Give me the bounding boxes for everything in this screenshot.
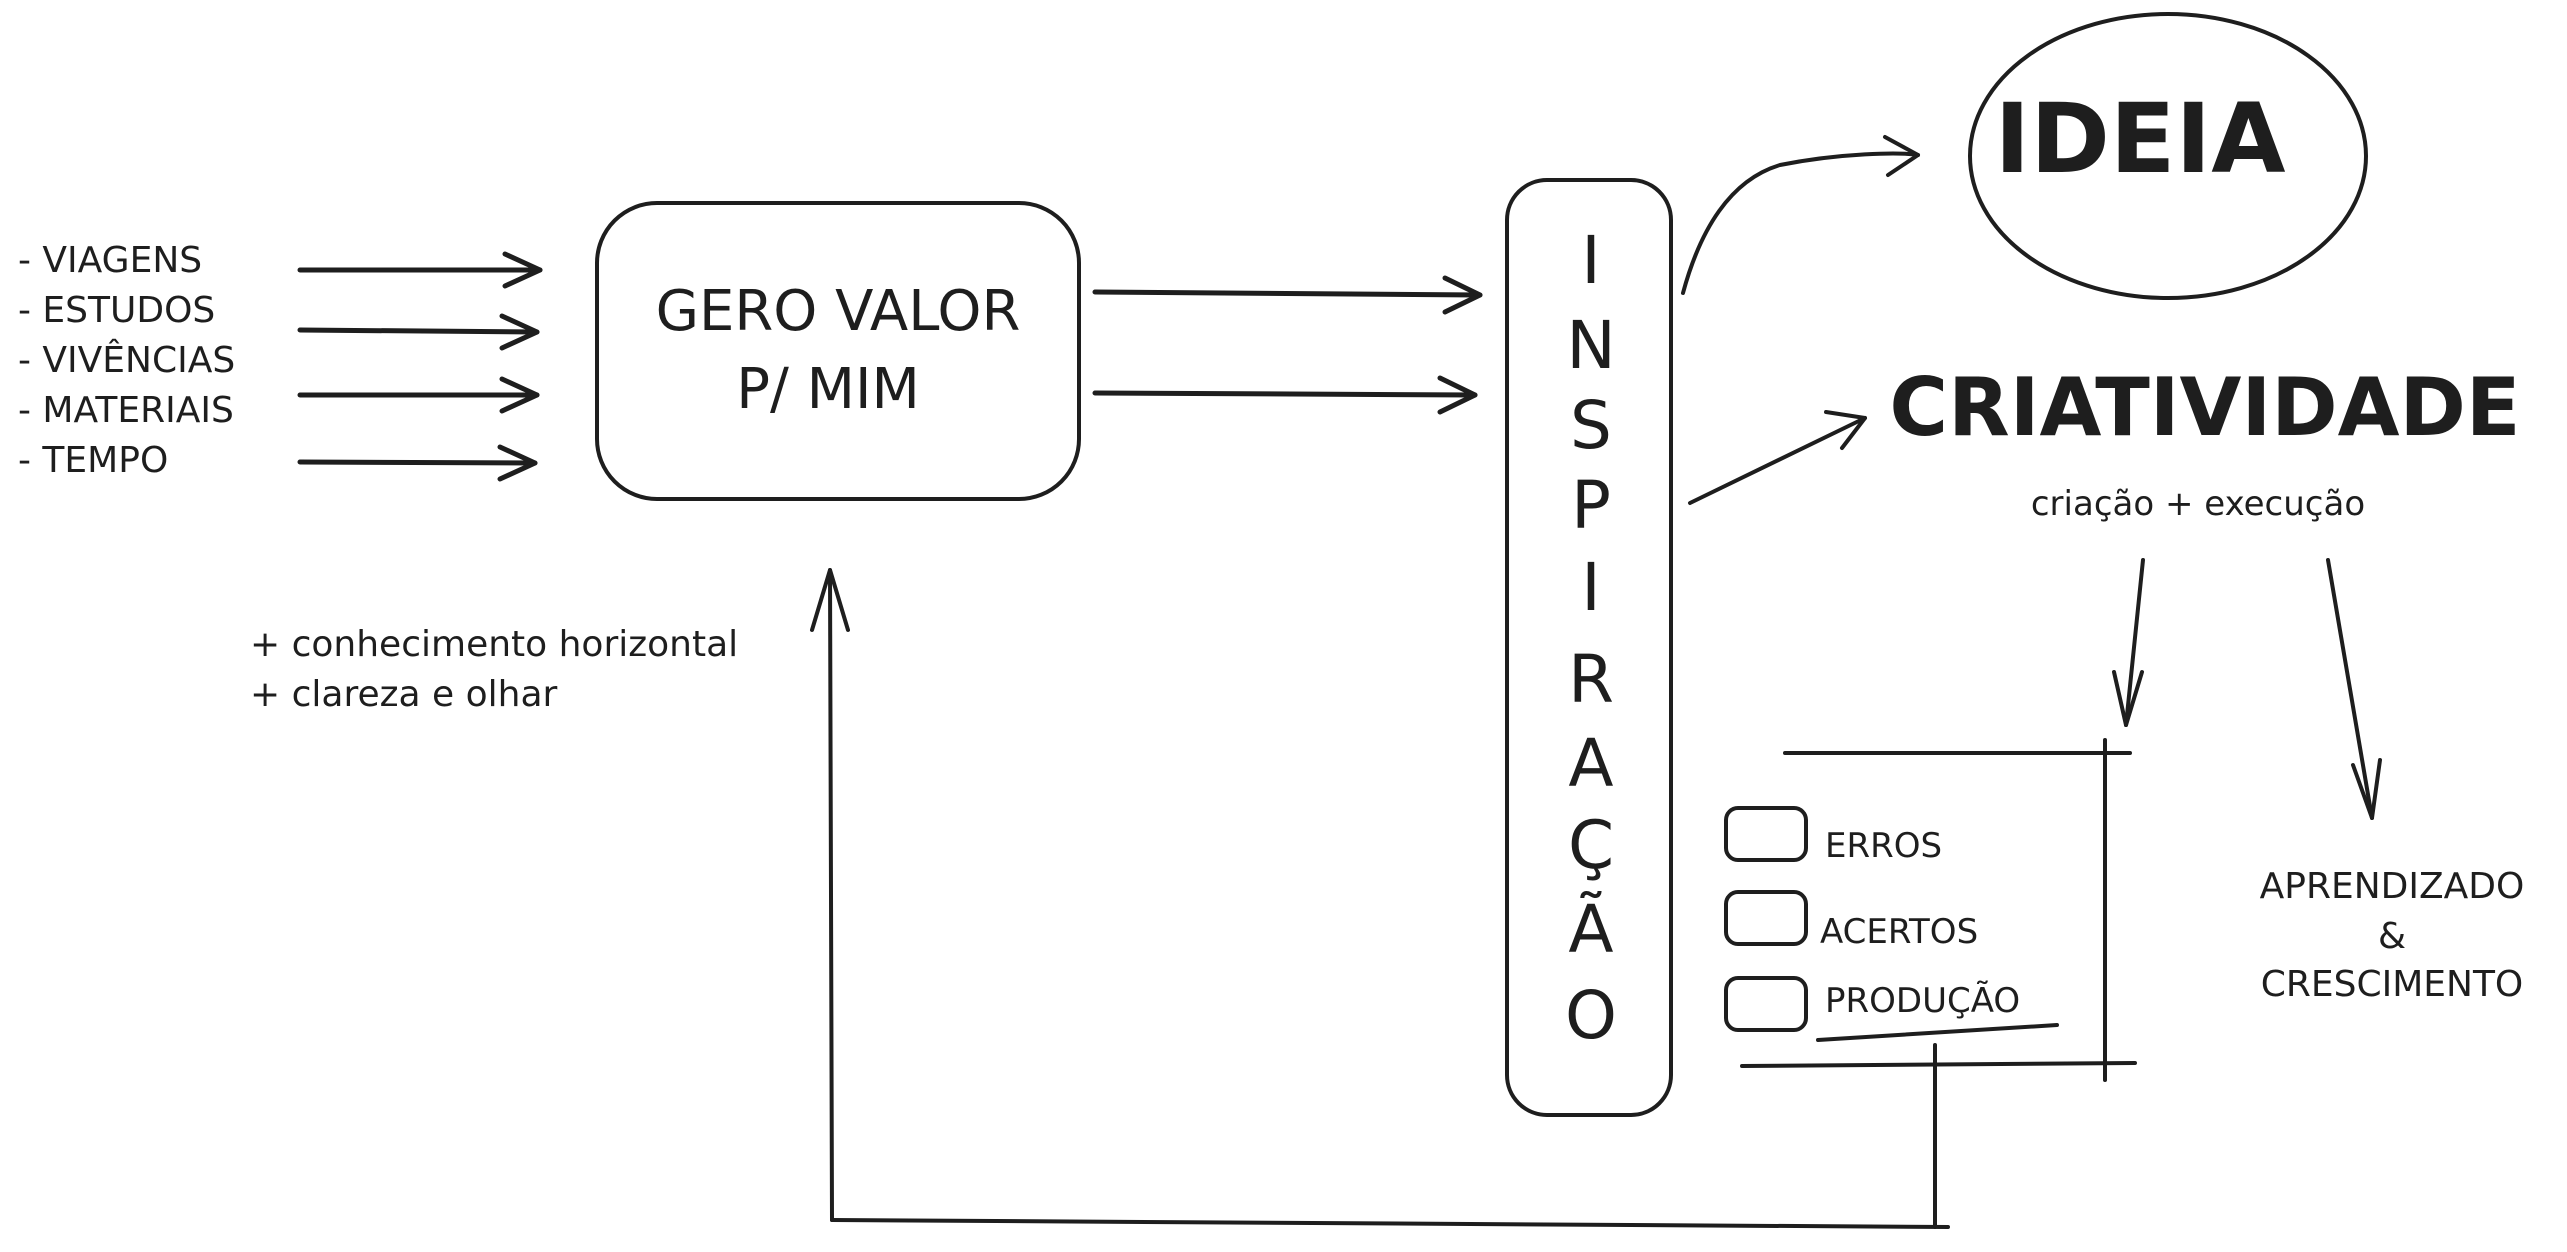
input-arrows [297, 251, 543, 482]
benefits-list: + conhecimento horizontal + clareza e ol… [250, 624, 738, 715]
inspiration-box-frame [1505, 178, 1673, 1117]
arrow-vivencias [297, 376, 540, 414]
checklist-label-producao: PRODUÇÃO [1825, 981, 2020, 1021]
inspiration-letter-4: P [1571, 467, 1611, 544]
value-to-inspiration-arrows [1092, 275, 1483, 415]
arrow-to-creativity [1688, 410, 1867, 505]
learning-line1: APRENDIZADO [2260, 866, 2525, 907]
inspiration-letter-5: I [1581, 549, 1600, 626]
inspiration-letter-3: S [1570, 387, 1612, 464]
input-item-tempo: - TEMPO [18, 440, 168, 481]
checkbox-acertos[interactable] [1724, 890, 1808, 946]
input-list: - VIAGENS - ESTUDOS - VIVÊNCIAS - MATERI… [18, 240, 235, 481]
arrow-estudos [297, 313, 540, 351]
creativity-subtitle: criação + execução [2031, 484, 2365, 524]
input-item-estudos: - ESTUDOS [18, 290, 215, 331]
checklist-label-acertos: ACERTOS [1820, 912, 1978, 952]
learning-line3: CRESCIMENTO [2261, 964, 2524, 1005]
input-item-viagens: - VIAGENS [18, 240, 202, 281]
value-box-frame [595, 201, 1081, 501]
checkbox-erros[interactable] [1724, 806, 1808, 862]
checklist-label-erros: ERROS [1825, 826, 1942, 866]
idea-node: IDEIA [1968, 12, 2368, 300]
feedback-loop-arrow [810, 568, 1950, 1229]
value-box: GERO VALOR P/ MIM [595, 201, 1081, 501]
learning-line2: & [2378, 916, 2406, 957]
inspiration-letter-8: Ç [1568, 807, 1614, 884]
inspiration-letter-2: N [1566, 307, 1615, 384]
inspiration-letter-6: R [1568, 641, 1614, 718]
inspiration-box: I N S P I R A Ç Ã O [1505, 178, 1673, 1117]
arrow-to-learning [2326, 558, 2382, 820]
idea-label: IDEIA [1995, 83, 2286, 195]
input-item-vivencias: - VIVÊNCIAS [18, 339, 235, 381]
checkbox-producao[interactable] [1724, 976, 1808, 1032]
arrow-to-checklist [2112, 558, 2145, 727]
value-box-line2: P/ MIM [736, 357, 920, 422]
arrow-tempo [297, 444, 538, 482]
inspiration-letter-10: O [1565, 977, 1617, 1054]
creativity-node: CRIATIVIDADE criação + execução [1889, 361, 2520, 524]
arrow-viagens [297, 251, 543, 289]
checklist: ERROS ACERTOS PRODUÇÃO [1724, 806, 2020, 1032]
inspiration-letter-1: I [1581, 222, 1600, 299]
inspiration-letter-7: A [1568, 725, 1613, 802]
idea-ellipse [1968, 12, 2368, 300]
benefit-conhecimento: + conhecimento horizontal [250, 624, 738, 665]
checklist-frame [1740, 738, 2137, 1082]
input-item-materiais: - MATERIAIS [18, 390, 234, 431]
creativity-title: CRIATIVIDADE [1889, 361, 2520, 454]
arrow-to-idea [1681, 135, 1920, 295]
inspiration-letter-9: Ã [1568, 891, 1613, 968]
learning-node: APRENDIZADO & CRESCIMENTO [2260, 866, 2525, 1005]
value-box-line1: GERO VALOR [656, 279, 1021, 344]
benefit-clareza: + clareza e olhar [250, 674, 558, 715]
